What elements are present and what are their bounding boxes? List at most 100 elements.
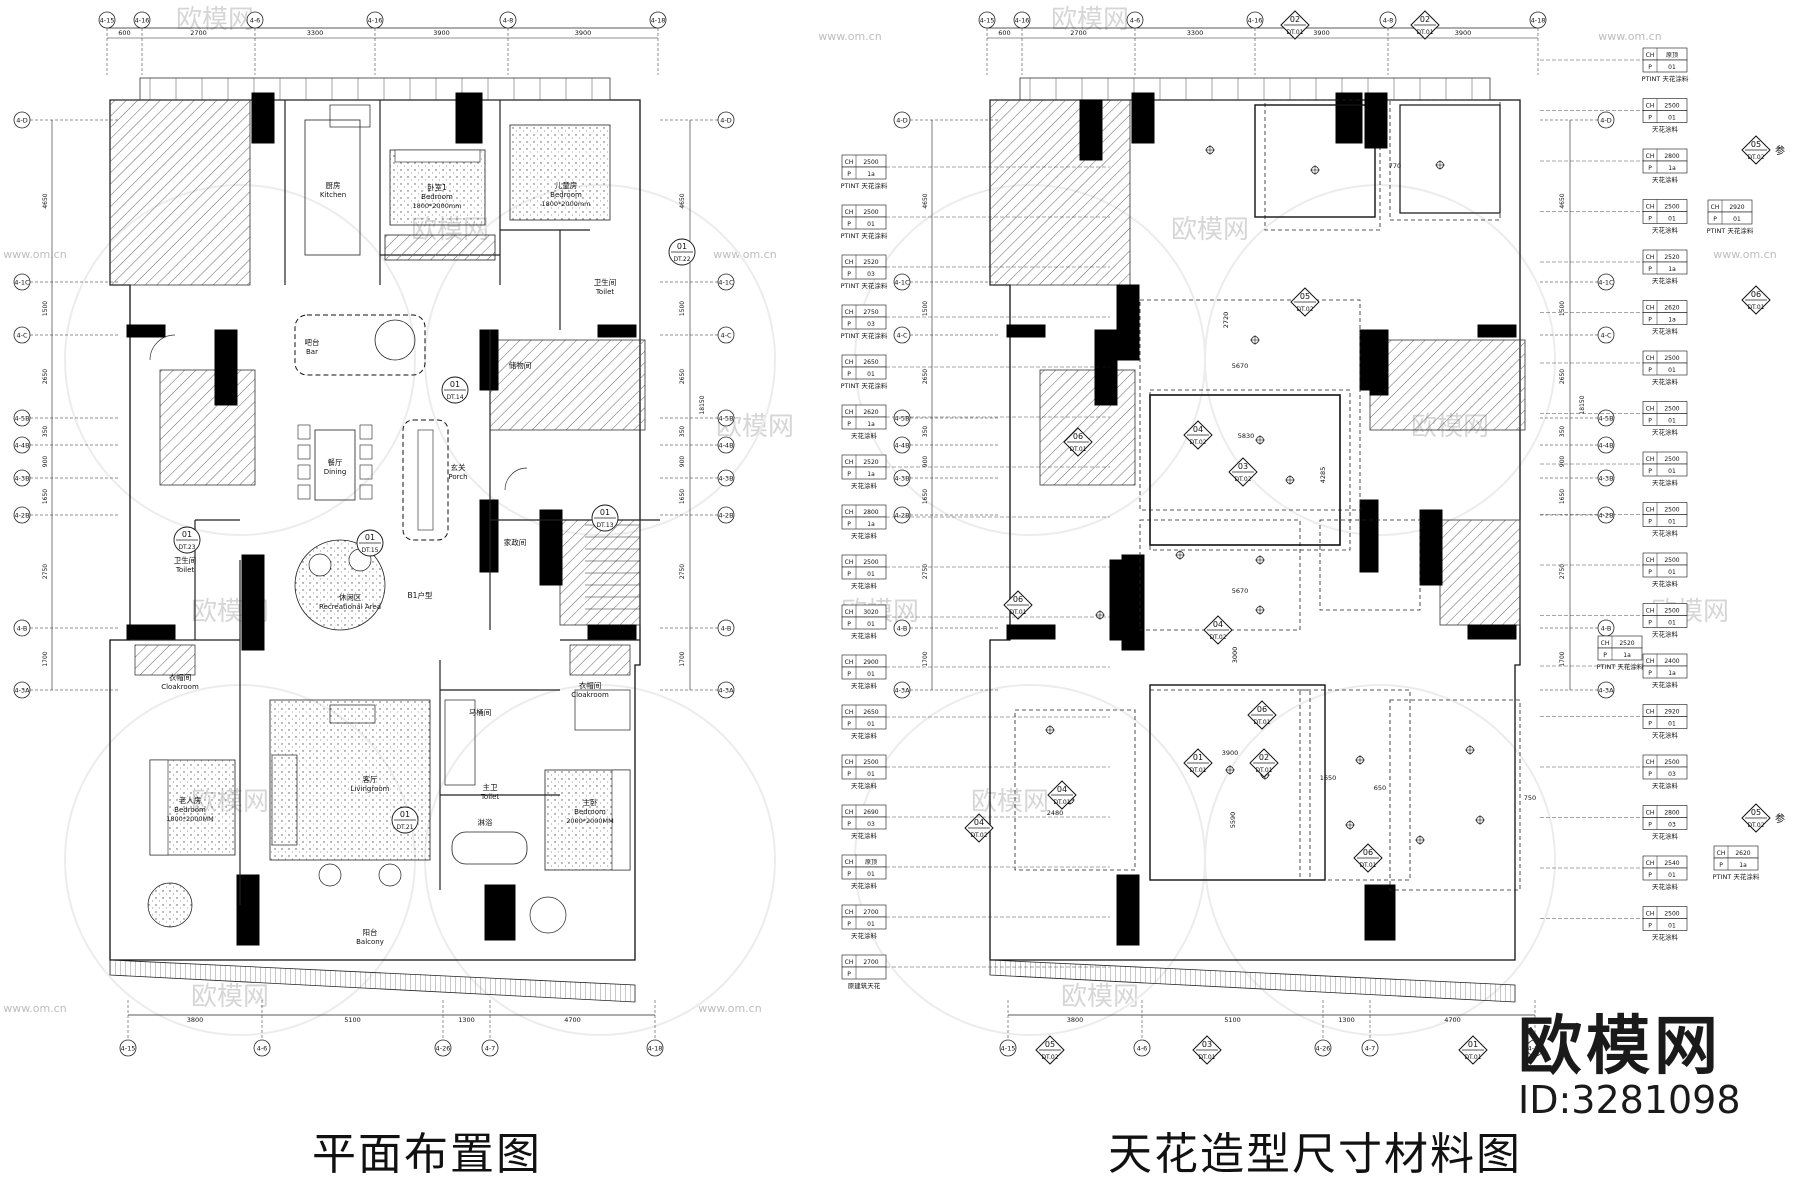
legend-ch-value: 2700 <box>863 909 878 916</box>
bed-1 <box>389 149 486 226</box>
room-label-en: Bedroom <box>421 193 453 201</box>
legend-ch-key: CH <box>1646 153 1655 160</box>
legend-label: 天花涂料 <box>1652 478 1679 487</box>
L-structural-column <box>479 329 499 391</box>
armchair <box>378 863 402 887</box>
dining-chair <box>297 484 311 500</box>
watermark-url: www.om.cn <box>698 1002 761 1015</box>
room-label-size: 1800*2000mm <box>542 200 591 208</box>
legend-ch-value: 2920 <box>1664 709 1679 716</box>
legend-p-key: P <box>847 521 851 528</box>
legend-p-key: P <box>1648 418 1652 425</box>
L-right-dim-2: 2650 <box>679 369 686 384</box>
ceiling-callout-num: 06 <box>1013 595 1023 604</box>
legend-p-value: 01 <box>1668 569 1676 576</box>
R-grid-right-5: 4-3B <box>1598 475 1613 483</box>
legend-p-box <box>1642 261 1688 275</box>
room-label-cn: 衣帽间 <box>169 672 192 682</box>
watermark-text: 欧模网 <box>1051 5 1129 35</box>
room-label-en: Dining <box>324 468 347 476</box>
L-structural-column <box>126 324 166 338</box>
legend-label: PTINT 天花涂料 <box>841 381 888 390</box>
ceiling-panel <box>1264 99 1381 231</box>
legend-label: 天花涂料 <box>1652 630 1679 639</box>
room-label-en: Bedroom <box>574 808 606 816</box>
legend-label: 天花涂料 <box>1652 680 1679 689</box>
R-grid-bottom-0: 4-15 <box>1001 1045 1016 1053</box>
R-grid-left-4: 4-4B <box>894 442 909 450</box>
legend-ch-key: CH <box>1646 709 1655 716</box>
legend-p-key: P <box>1648 872 1652 879</box>
ceiling-coffer <box>1399 104 1501 214</box>
R-grid-right-8: 4-3A <box>1598 687 1614 695</box>
legend-p-value: 1a <box>867 171 875 178</box>
legend-ch-value: 2520 <box>1619 640 1634 647</box>
legend-p-value: 01 <box>1668 64 1676 71</box>
legend-ch-value: 2500 <box>1664 103 1679 110</box>
ceiling-callout-num: 05 <box>1300 292 1310 301</box>
L-grid-top-2: 4-6 <box>250 17 261 25</box>
legend-p-value: 03 <box>1668 822 1676 829</box>
R-right-dim-7: 1700 <box>1559 651 1566 666</box>
R-total-dim: 18150 <box>1579 395 1586 414</box>
legend-p-value: 1a <box>1739 862 1747 869</box>
ceiling-callout-ref: DT.02 <box>1234 476 1251 483</box>
L-grid-left-0: 4-D <box>16 117 28 125</box>
ceiling-callout-num: 04 <box>974 818 984 827</box>
legend-ch-key: CH <box>1646 507 1655 514</box>
dining-table <box>314 429 356 501</box>
room-label-en: Bedroom <box>550 191 582 199</box>
R-right-dim-1: 1500 <box>1559 301 1566 316</box>
L-top-dim-3: 3900 <box>433 29 450 37</box>
R-left-dim-2: 2650 <box>922 369 929 384</box>
R-top-dim-3: 3900 <box>1313 29 1330 37</box>
room-label-cn: 淋浴 <box>478 817 493 827</box>
porch-cabinet <box>402 419 449 541</box>
room-label-cn: 卫生间 <box>174 555 197 565</box>
R-grid-bottom-1: 4-6 <box>1137 1045 1148 1053</box>
R-grid-top-0: 4-15 <box>980 17 995 25</box>
R-balcony-railing <box>989 959 1516 1003</box>
legend-ch-value: 2500 <box>863 759 878 766</box>
legend-p-key: P <box>847 371 851 378</box>
R-left-dim-5: 1650 <box>922 489 929 504</box>
legend-p-key: P <box>1648 64 1652 71</box>
L-right-dim-6: 2750 <box>679 564 686 579</box>
L-structural-column <box>587 624 637 640</box>
legend-p-value: 1a <box>1623 652 1631 659</box>
legend-p-key: P <box>1648 115 1652 122</box>
bottom-detail-tag-ref: DT.01 <box>1464 1054 1481 1061</box>
detail-tag-num: 01 <box>450 380 460 389</box>
bed-1-pillows <box>394 149 481 163</box>
R-left-dim-0: 4650 <box>922 193 929 208</box>
detail-tag-ref: DT.15 <box>361 547 378 554</box>
watermark-url: www.om.cn <box>1713 248 1776 261</box>
room-label-cn: 老人房 <box>179 795 202 805</box>
legend-p-value: 1a <box>867 421 875 428</box>
room-label-cn: 阳台 <box>363 927 378 937</box>
room-label-cn: 卧室1 <box>427 182 447 192</box>
legend-ch-key: CH <box>845 859 854 866</box>
room-label-en: Porch <box>448 473 467 481</box>
legend-ch-value: 2500 <box>863 559 878 566</box>
legend-p-box <box>841 216 887 230</box>
room-label-en: Bar <box>306 348 318 356</box>
structural-column <box>1116 284 1140 361</box>
legend-ch-value: 2920 <box>1729 204 1744 211</box>
legend-label: 天花涂料 <box>851 481 878 490</box>
R-grid-bottom-4-bubble <box>1526 1039 1544 1057</box>
detail-tag-ref: DT.22 <box>673 256 690 263</box>
legend-ch-key: CH <box>845 509 854 516</box>
bar-counter <box>294 314 426 376</box>
legend-ch-key: CH <box>1646 810 1655 817</box>
L-right-dim-1: 1500 <box>679 301 686 316</box>
legend-p-value: 01 <box>1668 519 1676 526</box>
legend-ch-key: CH <box>845 609 854 616</box>
R-grid-top-1: 4-16 <box>1015 17 1030 25</box>
watermark-url: www.om.cn <box>3 248 66 261</box>
legend-ch-key: CH <box>845 459 854 466</box>
legend-p-box <box>841 466 887 480</box>
legend-p-value: 01 <box>867 621 875 628</box>
bottom-detail-tag-num: 05 <box>1045 1040 1055 1049</box>
